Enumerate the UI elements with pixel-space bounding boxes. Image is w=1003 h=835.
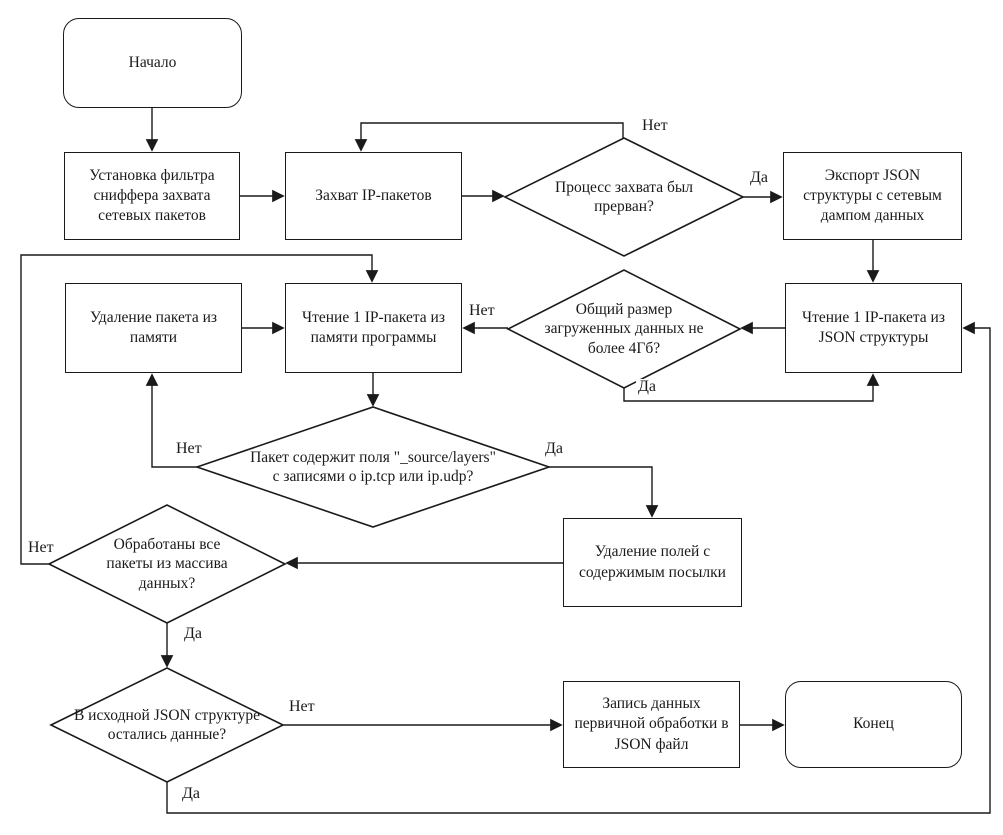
edge-label-json-has-data-no: Нет xyxy=(287,698,317,715)
decision-diamond-all-processed xyxy=(47,504,287,624)
node-json-has-data-label: В исходной JSON структуре остались данны… xyxy=(73,706,261,743)
node-fields-check-label: Пакет содержит поля "_source/layers" с з… xyxy=(250,448,496,485)
edge-label-fields-check-yes: Да xyxy=(543,440,566,457)
edge-label-interrupted-no: Нет xyxy=(640,117,670,134)
node-export-json: Экспорт JSON структуры с сетевым дампом … xyxy=(783,152,962,240)
connector-all-processed-no-loop-to-read-mem xyxy=(20,254,379,565)
node-capture: Захват IP-пакетов xyxy=(285,152,462,240)
connector-fields-check-yes-to-delete-fields xyxy=(549,466,659,518)
node-delete-fields: Удаление полей с содержимым посылки xyxy=(563,518,742,607)
node-read-json-packet: Чтение 1 IP-пакета из JSON структуры xyxy=(785,283,962,373)
node-all-processed-label: Обработаны все пакеты из массива данных? xyxy=(106,535,228,592)
edge-label-json-has-data-yes: Да xyxy=(180,785,203,802)
node-write-json: Запись данных первичной обработки в JSON… xyxy=(563,681,740,768)
node-start: Начало xyxy=(63,18,242,108)
connector-fields-check-no-to-delete-packet xyxy=(145,373,197,468)
edge-label-all-processed-yes: Да xyxy=(182,625,205,642)
edge-label-all-processed-no: Нет xyxy=(26,539,56,556)
edge-label-size-check-no: Нет xyxy=(467,302,497,319)
node-delete-packet: Удаление пакета из памяти xyxy=(65,283,242,373)
edge-label-interrupted-yes: Да xyxy=(748,169,771,186)
connector-json-has-data-yes-loop-to-read-json xyxy=(166,321,991,814)
node-read-mem-packet: Чтение 1 IP-пакета из памяти программы xyxy=(285,283,462,373)
node-end: Конец xyxy=(785,681,962,768)
edge-label-fields-check-no: Нет xyxy=(174,440,204,457)
connector-size-check-yes-loop-to-read-json xyxy=(623,373,880,402)
node-size-check-label: Общий размер загруженных данных не более… xyxy=(544,300,704,357)
decision-diamond-size-check xyxy=(506,269,742,389)
connector-interrupted-no-loop-to-capture xyxy=(354,122,624,152)
node-setup-filter: Установка фильтра сниффера захвата сетев… xyxy=(64,152,240,240)
node-interrupted-label: Процесс захвата был прерван? xyxy=(555,178,693,215)
edge-label-size-check-yes: Да xyxy=(636,378,659,395)
